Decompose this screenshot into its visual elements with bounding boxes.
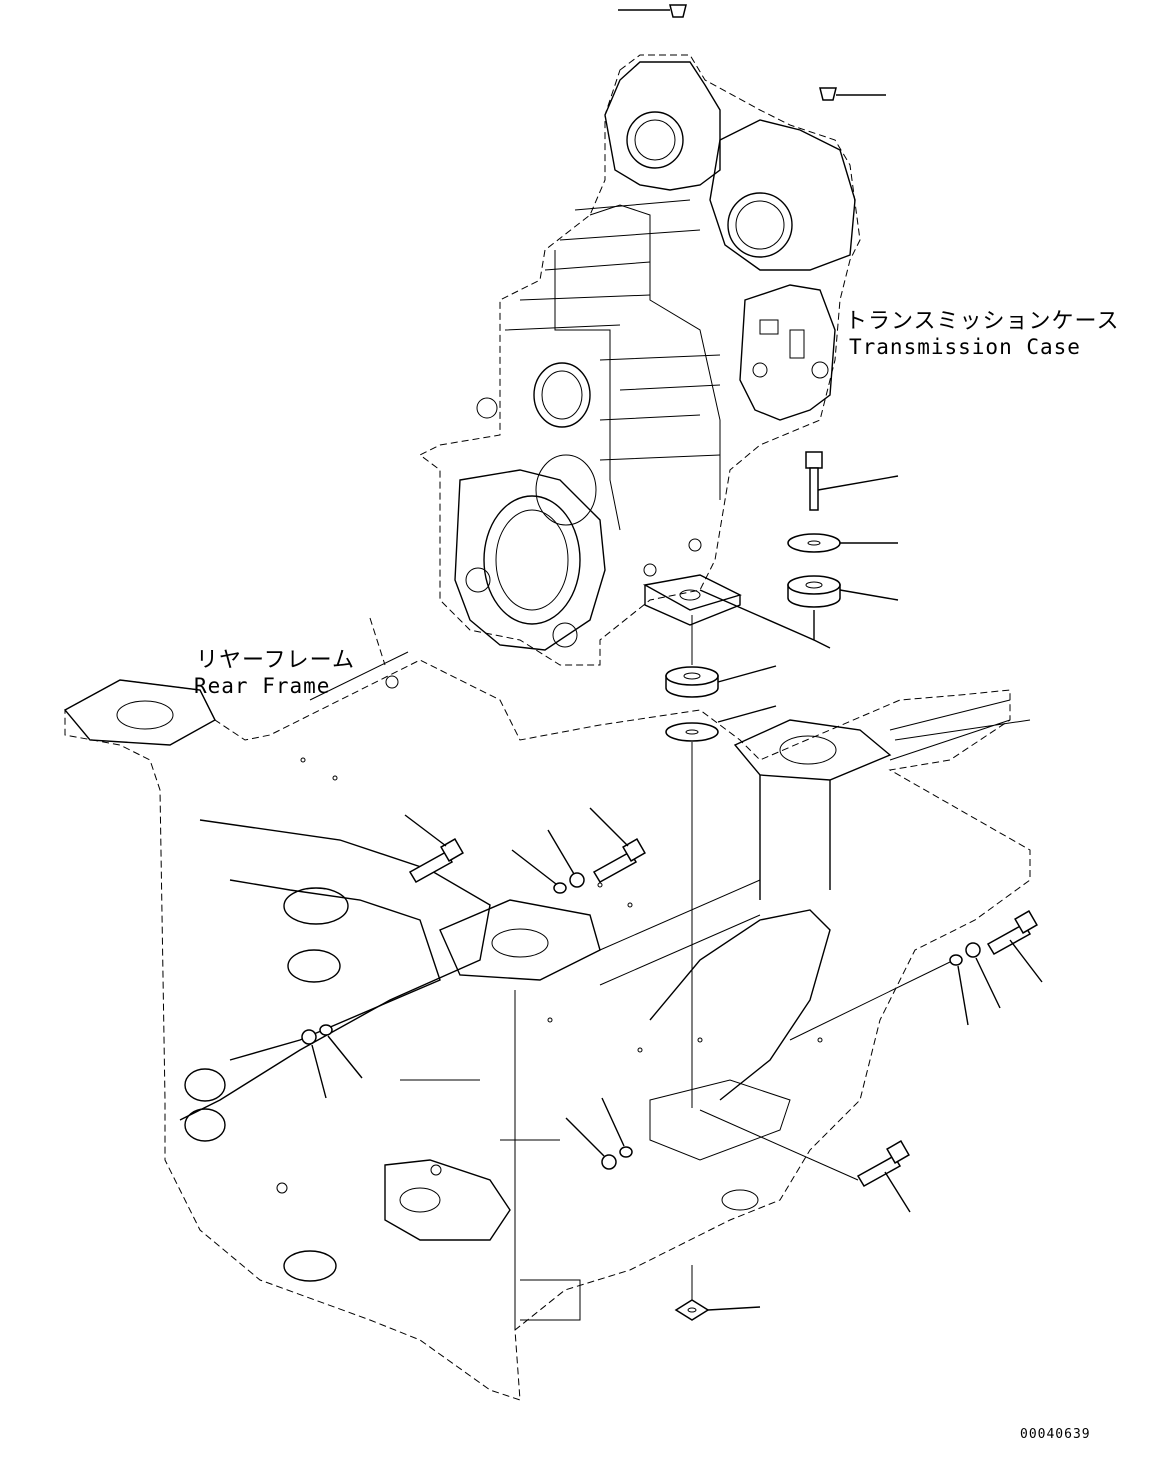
nut-icon — [965, 942, 1001, 1009]
drawing-number: 00040639 — [1020, 1427, 1091, 1442]
plate-icon — [674, 1299, 761, 1321]
cap-plug-icon — [618, 4, 687, 18]
rubber-mount-icon — [665, 665, 777, 698]
washer-icon — [949, 954, 969, 1026]
leader-line — [309, 651, 409, 701]
leader-line — [369, 617, 386, 666]
rubber-mount-icon — [699, 575, 899, 649]
nut-icon — [301, 1029, 327, 1099]
bolt-icon — [805, 451, 899, 511]
assembly-axis — [699, 1109, 859, 1181]
washer-icon — [601, 1097, 633, 1158]
nut-icon — [547, 829, 585, 888]
bolt-icon — [404, 814, 464, 884]
bolt-icon — [856, 1140, 911, 1213]
bolt-icon — [986, 910, 1043, 983]
washer-icon — [511, 849, 567, 894]
transmission-case — [419, 54, 861, 666]
washer-icon — [665, 705, 777, 742]
bolt-icon — [589, 807, 646, 884]
rear-frame-label-en: Rear Frame — [194, 674, 331, 698]
transmission-case-label-en: Transmission Case — [849, 335, 1081, 359]
assembly-axis — [789, 961, 951, 1041]
transmission-case-label-jp: トランスミッションケース — [845, 309, 1120, 334]
nut-icon — [565, 1117, 617, 1170]
rear-frame — [63, 659, 1031, 1401]
rear-frame-label-jp: リヤーフレーム — [196, 648, 356, 673]
cap-plug-icon — [819, 87, 886, 101]
washer-icon — [319, 1024, 363, 1079]
washer-icon — [787, 533, 898, 553]
